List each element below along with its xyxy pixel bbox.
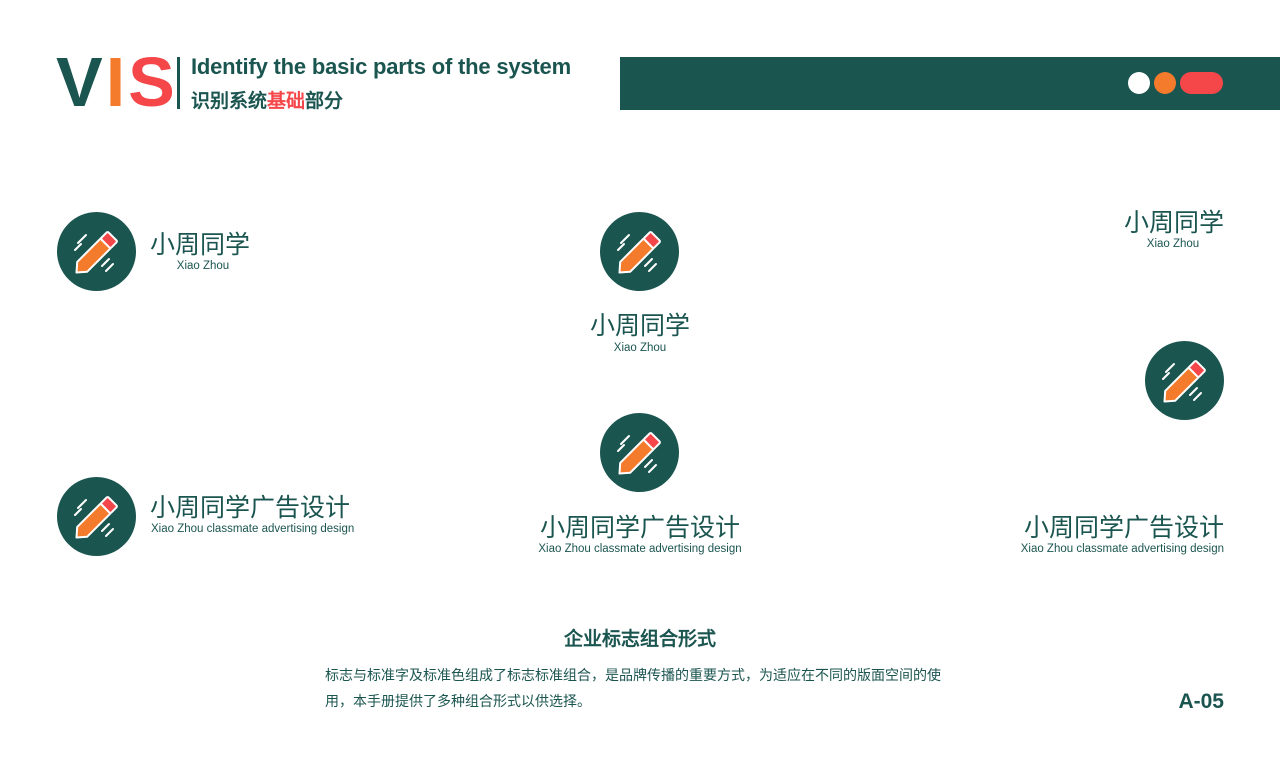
brand-mark-2 bbox=[600, 212, 679, 291]
brand-mark-5 bbox=[600, 413, 679, 492]
combo-4-en: Xiao Zhou classmate advertising design bbox=[151, 523, 355, 535]
header-cn-part-1: 识别系统 bbox=[191, 90, 268, 112]
combo-1-cn: 小周同学 bbox=[150, 230, 251, 259]
top-decor-bar bbox=[620, 57, 1280, 110]
orange-dot bbox=[1154, 72, 1176, 94]
combo-2-cn: 小周同学 bbox=[589, 311, 691, 340]
brand-mark-4 bbox=[57, 477, 136, 556]
combo-3-en: Xiao Zhou bbox=[1146, 238, 1200, 250]
pencil-icon bbox=[70, 230, 119, 279]
pencil-icon bbox=[613, 431, 662, 480]
combo-5-cn: 小周同学广告设计 bbox=[539, 513, 741, 542]
pencil-icon bbox=[70, 495, 119, 544]
brand-mark-3 bbox=[1145, 341, 1224, 420]
combo-4-cn: 小周同学广告设计 bbox=[150, 493, 351, 522]
pencil-icon bbox=[1158, 359, 1207, 408]
header-title-en: Identify the basic parts of the system bbox=[191, 54, 571, 79]
pencil-icon bbox=[613, 230, 662, 279]
header-divider bbox=[177, 57, 180, 109]
logo-letter-v: V bbox=[56, 43, 103, 121]
header-cn-highlight: 基础 bbox=[267, 90, 306, 112]
red-pill bbox=[1180, 72, 1223, 94]
brand-mark-1 bbox=[57, 212, 136, 291]
combo-1-en: Xiao Zhou bbox=[176, 260, 230, 272]
section-title: 企业标志组合形式 bbox=[563, 628, 717, 650]
page-number: A-05 bbox=[1178, 690, 1224, 713]
header-cn-part-3: 部分 bbox=[305, 90, 344, 112]
section-description: 标志与标准字及标准色组成了标志标准组合，是品牌传播的重要方式，为适应在不同的版面… bbox=[325, 668, 941, 710]
combo-6-cn: 小周同学广告设计 bbox=[1023, 513, 1224, 542]
logo-letter-s: S bbox=[128, 43, 175, 121]
combo-2-en: Xiao Zhou bbox=[613, 342, 667, 354]
combo-5-en: Xiao Zhou classmate advertising design bbox=[538, 543, 742, 555]
vis-logo: V I S bbox=[56, 43, 175, 121]
combo-3-cn: 小周同学 bbox=[1123, 208, 1224, 237]
combo-6-en: Xiao Zhou classmate advertising design bbox=[1020, 543, 1224, 555]
logo-letter-i: I bbox=[105, 43, 125, 121]
header-title-cn: 识别系统基础部分 bbox=[191, 86, 343, 113]
white-dot bbox=[1128, 72, 1150, 94]
